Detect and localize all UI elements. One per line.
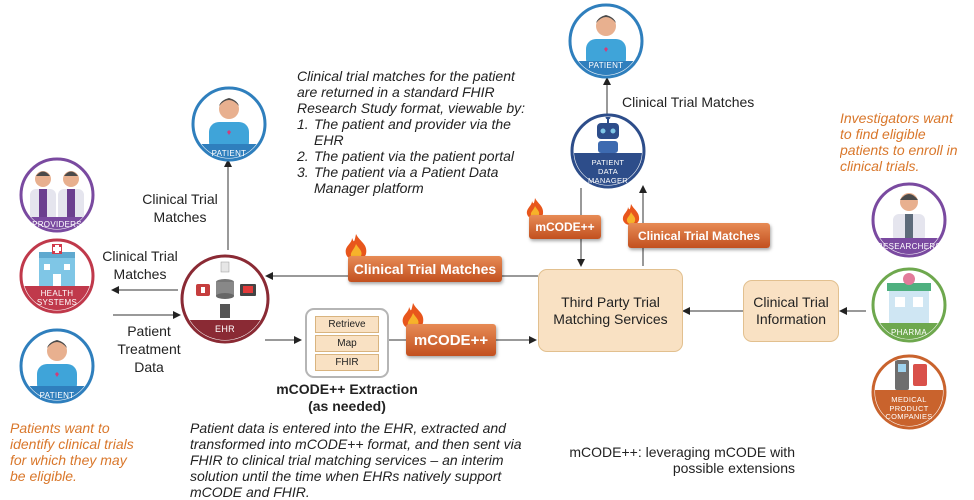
patient-icon bbox=[19, 328, 95, 404]
matches-item: 1.The patient and provider via the EHR bbox=[297, 116, 511, 148]
clinical-trial-matches-small-banner: Clinical Trial Matches bbox=[628, 223, 770, 248]
fire-icon bbox=[345, 234, 367, 260]
patient-mid-node: PATIENT bbox=[191, 86, 267, 162]
retrieve-step: Retrieve bbox=[315, 316, 379, 333]
health-systems-node: HEALTH SYSTEMS bbox=[19, 238, 95, 314]
patient-caption: PATIENT bbox=[211, 149, 247, 158]
providers-node: PROVIDERS bbox=[19, 157, 95, 233]
ehr-caption: EHR bbox=[215, 324, 235, 334]
patient-icon bbox=[191, 86, 267, 162]
ctm-pdm-label: Clinical Trial Matches bbox=[622, 94, 755, 110]
patients-want-note: Patients want to identify clinical trial… bbox=[10, 420, 134, 484]
banner-label: mCODE++ bbox=[535, 220, 595, 234]
patient-icon bbox=[568, 3, 644, 79]
banner-label: Clinical Trial Matches bbox=[637, 228, 761, 243]
robot-icon bbox=[570, 113, 646, 189]
clinical-trial-info-box: Clinical Trial Information bbox=[743, 280, 839, 342]
pharma-caption: PHARMA bbox=[890, 328, 928, 337]
banner-label: mCODE++ bbox=[413, 331, 489, 349]
patient-treatment-label: Patient Treatment Data bbox=[117, 323, 181, 375]
extraction-box: Retrieve Map FHIR bbox=[305, 308, 389, 378]
third-party-label: Third Party Trial Matching Services bbox=[553, 293, 668, 327]
medical-node: MEDICAL PRODUCT COMPANIES bbox=[871, 354, 947, 430]
hospital-icon bbox=[19, 238, 95, 314]
mcode-small-banner: mCODE++ bbox=[529, 215, 601, 239]
ehr-icon bbox=[180, 254, 270, 344]
providers-caption: PROVIDERS bbox=[32, 220, 82, 229]
researchers-node: RESEARCHERS bbox=[871, 182, 947, 258]
pdm-caption: PATIENT DATA MANAGER bbox=[587, 158, 629, 185]
medical-caption: MEDICAL PRODUCT COMPANIES bbox=[885, 395, 933, 421]
patient-caption: PATIENT bbox=[39, 391, 75, 400]
ctm-left-label: Clinical Trial Matches bbox=[102, 248, 178, 282]
patient-top-node: PATIENT bbox=[568, 3, 644, 79]
map-step: Map bbox=[315, 335, 379, 352]
clinical-trial-matches-banner: Clinical Trial Matches bbox=[348, 256, 502, 282]
banner-label: Clinical Trial Matches bbox=[353, 261, 497, 277]
pdm-node: PATIENT DATA MANAGER bbox=[570, 113, 646, 189]
ehr-node: EHR bbox=[180, 254, 270, 344]
matches-item: 2.The patient via the patient portal bbox=[297, 148, 515, 164]
providers-icon bbox=[19, 157, 95, 233]
patient-data-note: Patient data is entered into the EHR, ex… bbox=[190, 420, 522, 500]
ctm-up-label: Clinical Trial Matches bbox=[142, 191, 218, 225]
fhir-step: FHIR bbox=[315, 354, 379, 371]
health-systems-caption: HEALTH SYSTEMS bbox=[36, 289, 78, 307]
researchers-caption: RESEARCHERS bbox=[876, 242, 942, 251]
matches-intro: Clinical trial matches for the patient a… bbox=[297, 68, 525, 116]
clinical-trial-info-label: Clinical Trial Information bbox=[753, 294, 829, 327]
pharma-node: PHARMA bbox=[871, 267, 947, 343]
patient-left-node: PATIENT bbox=[19, 328, 95, 404]
investigators-note: Investigators want to find eligible pati… bbox=[840, 110, 958, 174]
matches-item: 3.The patient via a Patient Data Manager… bbox=[297, 164, 499, 196]
third-party-matching-box: Third Party Trial Matching Services bbox=[538, 269, 683, 352]
fire-icon bbox=[622, 204, 640, 226]
mcode-definition-note: mCODE++: leveraging mCODE with possible … bbox=[569, 444, 795, 476]
researcher-icon bbox=[871, 182, 947, 258]
pharmacy-icon bbox=[871, 267, 947, 343]
extraction-label: mCODE++ Extraction (as needed) bbox=[276, 381, 418, 414]
medical-device-icon bbox=[871, 354, 947, 430]
matches-note: Clinical trial matches for the patient a… bbox=[297, 68, 537, 196]
mcode-banner: mCODE++ bbox=[406, 324, 496, 356]
patient-caption: PATIENT bbox=[588, 61, 624, 70]
